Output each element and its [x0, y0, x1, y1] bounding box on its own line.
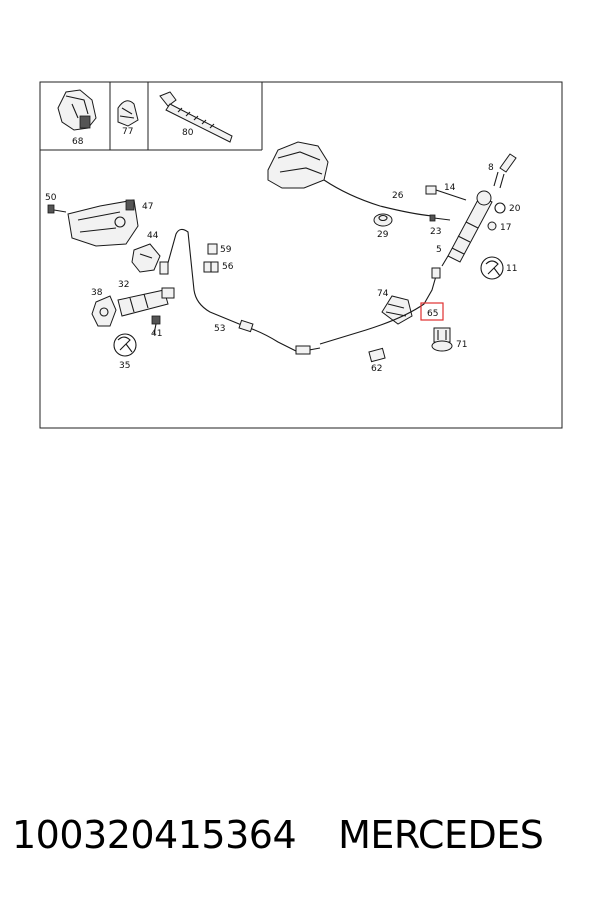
label-50: 50: [45, 193, 57, 203]
label-32: 32: [118, 280, 129, 290]
highlight-box-65[interactable]: [420, 302, 444, 321]
label-65: 65: [427, 309, 438, 319]
label-14: 14: [444, 183, 456, 193]
part-26-hose[interactable]: [323, 179, 433, 217]
part-info-footer: 100320415364 MERCEDES: [12, 805, 592, 865]
label-47: 47: [142, 202, 153, 212]
label-74: 74: [377, 289, 389, 299]
part-32-slave-cylinder[interactable]: [117, 287, 175, 317]
label-26: 26: [392, 191, 404, 201]
label-53: 53: [214, 324, 225, 334]
part-41-bolt[interactable]: [151, 315, 161, 335]
part-47-bracket[interactable]: [67, 199, 139, 247]
part-65-fitting: [431, 267, 441, 279]
part-53-pipe[interactable]: [165, 228, 321, 353]
part-14-bolt[interactable]: [425, 185, 467, 201]
part-17-washer[interactable]: [487, 221, 497, 231]
part-35-wrench-icon: [113, 333, 137, 357]
label-35: 35: [119, 361, 130, 371]
part-74-boot[interactable]: [381, 295, 413, 325]
label-71: 71: [456, 340, 467, 350]
fluid-reservoir[interactable]: [267, 141, 329, 189]
label-29: 29: [377, 230, 389, 240]
part-20-circlip[interactable]: [494, 202, 506, 214]
parts-diagram: 68 77 80 26 29 8 14 20: [39, 81, 563, 429]
part-71-sensor[interactable]: [431, 327, 453, 352]
part-44-clip[interactable]: [131, 243, 161, 273]
part-62-sleeve[interactable]: [368, 347, 386, 363]
part-68-connector[interactable]: [57, 89, 97, 131]
label-11: 11: [506, 264, 517, 274]
part-65-hose[interactable]: [319, 275, 437, 345]
label-20: 20: [509, 204, 521, 214]
label-56: 56: [222, 262, 234, 272]
part-59-clip[interactable]: [207, 243, 218, 255]
part-56-clip[interactable]: [203, 261, 219, 273]
brand-name: MERCEDES: [338, 813, 544, 857]
label-62: 62: [371, 364, 382, 374]
label-77: 77: [122, 127, 133, 137]
label-8: 8: [488, 163, 494, 173]
pipe-fittings: [159, 261, 311, 355]
label-23: 23: [430, 227, 441, 237]
label-38: 38: [91, 288, 103, 298]
part-29-grommet[interactable]: [373, 213, 393, 227]
label-68: 68: [72, 137, 84, 147]
part-50-bolt[interactable]: [47, 204, 67, 214]
inset-boxes: [40, 82, 263, 151]
part-5-master-cylinder[interactable]: [441, 190, 493, 267]
part-8-bleeder[interactable]: [493, 153, 517, 189]
part-11-wrench-icon: [480, 256, 504, 280]
part-23-bolt[interactable]: [429, 214, 451, 222]
label-5: 5: [436, 245, 442, 255]
label-41: 41: [151, 329, 162, 339]
diagram-frame: [39, 81, 563, 429]
part-38-gasket[interactable]: [91, 295, 117, 327]
label-44: 44: [147, 231, 159, 241]
part-77-clip[interactable]: [117, 100, 139, 127]
part-80-cable-tie[interactable]: [159, 91, 233, 143]
label-59: 59: [220, 245, 232, 255]
part-number: 100320415364: [12, 813, 297, 857]
label-80: 80: [182, 128, 194, 138]
label-17: 17: [500, 223, 511, 233]
